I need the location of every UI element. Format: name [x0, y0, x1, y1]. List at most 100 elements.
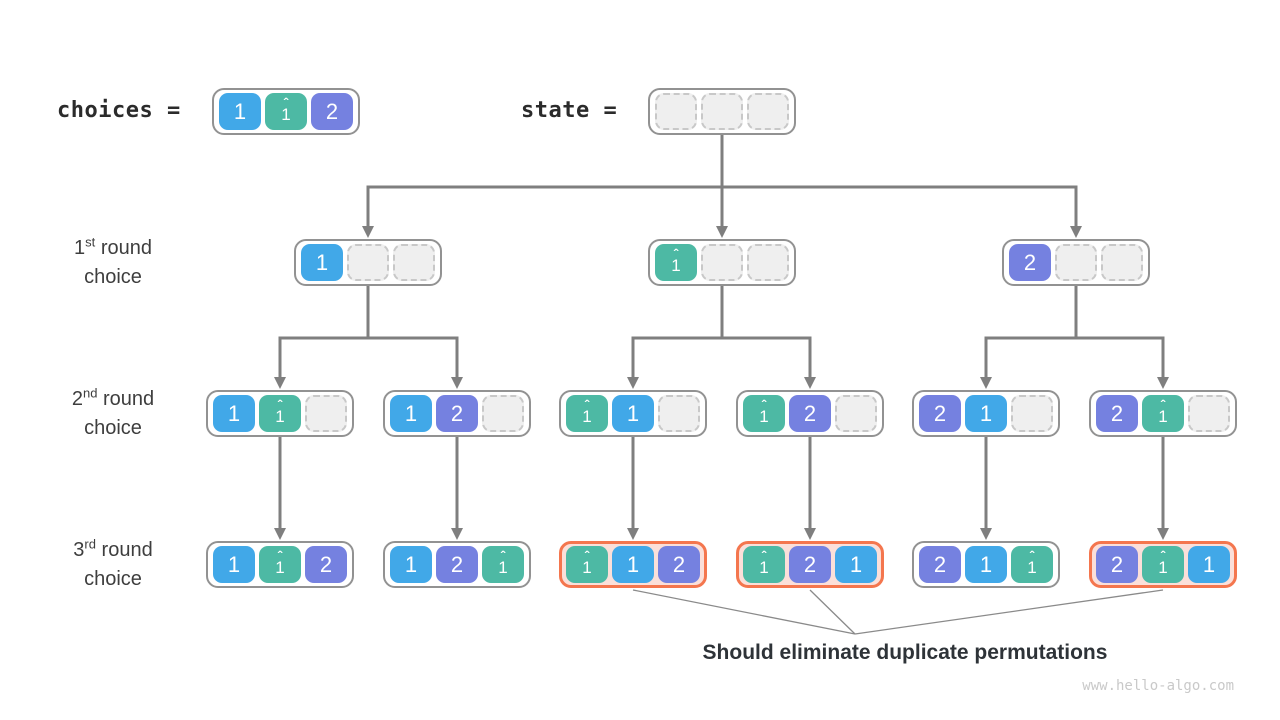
watermark: www.hello-algo.com — [1082, 678, 1234, 694]
empty-slot — [701, 93, 743, 130]
choice-cell-1: 1 — [213, 395, 255, 432]
choice-cell-2: 2 — [305, 546, 347, 583]
hat-mark: ˆ — [277, 548, 283, 564]
round2-label-line1: 2nd round — [71, 385, 155, 410]
round1-label-line1: 1st round — [74, 234, 152, 259]
choice-cell-1: 1 — [612, 546, 654, 583]
empty-slot — [747, 244, 789, 281]
choice-cell-1: 1 — [965, 395, 1007, 432]
choice-cell-2: 2 — [436, 546, 478, 583]
hat-mark: ˆ — [673, 246, 679, 262]
state-box-r1-3: 2 — [1002, 239, 1150, 286]
hat-mark: ˆ — [500, 548, 506, 564]
choice-cell-2: 2 — [311, 93, 353, 130]
choice-cell-2: 2 — [436, 395, 478, 432]
choice-cell-2: 2 — [658, 546, 700, 583]
cell-number: 1 — [1158, 407, 1168, 426]
empty-slot — [655, 93, 697, 130]
empty-slot — [305, 395, 347, 432]
cell-number: 1 — [582, 558, 592, 577]
choice-cell-2: 2 — [919, 395, 961, 432]
hat-mark: ˆ — [277, 397, 283, 413]
choice-cell-2: 2 — [919, 546, 961, 583]
cell-number: 1 — [281, 105, 291, 124]
choice-cell-1: 1 — [835, 546, 877, 583]
round2-label-line2: choice — [84, 417, 142, 439]
choice-cell-1: 1 — [301, 244, 343, 281]
hat-mark: ˆ — [584, 548, 590, 564]
state-label: state = — [521, 98, 618, 123]
choice-cell-2: 2 — [1009, 244, 1051, 281]
empty-slot — [393, 244, 435, 281]
round2-label: 2nd round choice — [30, 385, 196, 443]
round3-label-line1: 3rd round — [73, 536, 153, 561]
cell-number: 1 — [275, 407, 285, 426]
choice-cell-2: 2 — [789, 395, 831, 432]
choice-cell-1: 1 — [219, 93, 261, 130]
choices-label: choices = — [57, 98, 181, 123]
cell-number: 1 — [275, 558, 285, 577]
choice-cell-1: 1 — [612, 395, 654, 432]
choice-cell-2: 2 — [1096, 546, 1138, 583]
empty-slot — [835, 395, 877, 432]
cell-number: 1 — [498, 558, 508, 577]
choice-cell-1: 1 — [390, 395, 432, 432]
empty-slot — [658, 395, 700, 432]
choice-cell-2: 2 — [1096, 395, 1138, 432]
hat-mark: ˆ — [1160, 397, 1166, 413]
hat-mark: ˆ — [584, 397, 590, 413]
hat-mark: ˆ — [283, 95, 289, 111]
duplicate-pointer-lines — [632, 589, 1164, 635]
pointer-line-3 — [854, 589, 1164, 635]
round1-label: 1st round choice — [30, 234, 196, 292]
empty-slot — [701, 244, 743, 281]
pointer-line-2 — [809, 589, 856, 635]
round3-label: 3rd round choice — [30, 536, 196, 594]
hat-mark: ˆ — [1029, 548, 1035, 564]
choice-cell-1: 1 — [213, 546, 255, 583]
hat-mark: ˆ — [1160, 548, 1166, 564]
choice-cell-2: 2 — [789, 546, 831, 583]
round3-label-line2: choice — [84, 568, 142, 590]
empty-slot — [1011, 395, 1053, 432]
cell-number: 1 — [671, 256, 681, 275]
duplicate-caption: Should eliminate duplicate permutations — [702, 641, 1108, 664]
cell-number: 1 — [759, 558, 769, 577]
round1-label-line2: choice — [84, 266, 142, 288]
cell-number: 1 — [582, 407, 592, 426]
cell-number: 1 — [759, 407, 769, 426]
cell-number: 1 — [1027, 558, 1037, 577]
empty-slot — [1055, 244, 1097, 281]
choice-cell-1: 1 — [1188, 546, 1230, 583]
hat-mark: ˆ — [761, 397, 767, 413]
choice-cell-1: 1 — [965, 546, 1007, 583]
hat-mark: ˆ — [761, 548, 767, 564]
empty-slot — [347, 244, 389, 281]
tree-connectors — [274, 135, 1169, 540]
